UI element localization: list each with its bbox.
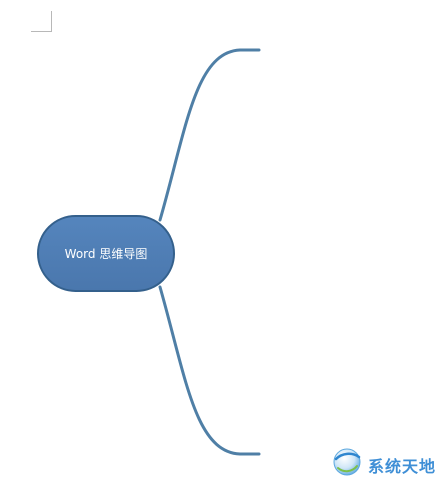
central-topic-label: Word 思维导图 <box>64 247 148 261</box>
lower-branch-connector[interactable] <box>158 285 261 456</box>
central-topic-node[interactable]: Word 思维导图 <box>37 215 175 292</box>
page-margin-corner-mark <box>31 11 52 32</box>
site-watermark: 系统天地 <box>328 443 436 481</box>
watermark-text: 系统天地 <box>368 457 437 476</box>
globe-logo-icon <box>333 448 361 476</box>
upper-branch-connector[interactable] <box>158 48 261 222</box>
